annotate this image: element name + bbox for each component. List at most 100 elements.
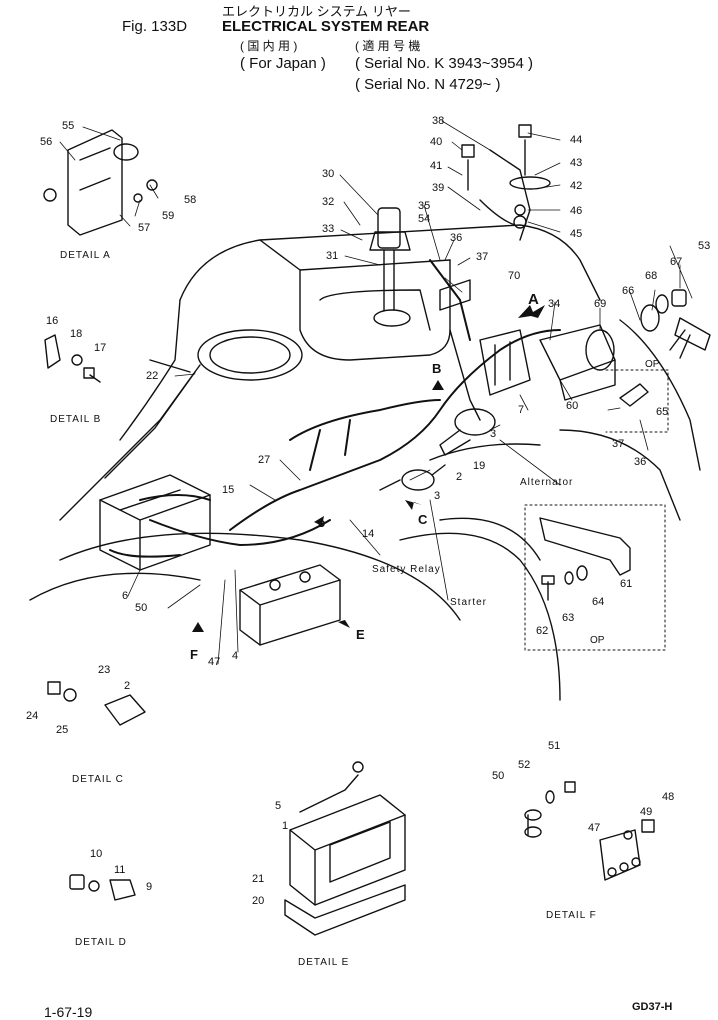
- japanese-domestic: ( 国 内 用 ): [240, 39, 298, 53]
- part-number-57: 57: [138, 222, 151, 234]
- part-number-50-alt: 50: [492, 770, 505, 782]
- part-number-46: 46: [570, 205, 583, 217]
- part-number-16: 16: [46, 315, 59, 327]
- part-number-38: 38: [432, 115, 445, 127]
- arrow-d-label: D: [318, 519, 326, 530]
- detail-e-battery: [284, 761, 406, 936]
- part-number-54: 54: [418, 213, 431, 225]
- arrow-a-label: A: [528, 291, 539, 308]
- footer-page-number: 1-67-19: [44, 1004, 93, 1020]
- part-number-18: 18: [70, 328, 83, 340]
- part-number-35: 35: [418, 200, 431, 212]
- label-safety-relay: Safety Relay: [372, 564, 441, 575]
- part-number-37-alt: 37: [612, 438, 625, 450]
- part-number-17: 17: [94, 342, 107, 354]
- part-number-61: 61: [620, 578, 633, 590]
- detail-f-drawing: [524, 781, 655, 881]
- part-number-2: 2: [456, 471, 463, 483]
- detail-a-drawing: [43, 129, 158, 236]
- part-number-70: 70: [508, 270, 521, 282]
- arrow-f-label: F: [190, 647, 198, 662]
- starter: [401, 469, 435, 491]
- wiring-harness: [109, 259, 561, 558]
- part-number-50: 50: [135, 602, 148, 614]
- part-number-62: 62: [536, 625, 549, 637]
- part-number-60: 60: [566, 400, 579, 412]
- part-number-45: 45: [570, 228, 583, 240]
- part-number-25: 25: [56, 724, 69, 736]
- label-alternator: Alternator: [520, 477, 574, 488]
- part-number-6: 6: [122, 590, 129, 602]
- part-number-10: 10: [90, 848, 103, 860]
- part-number-56: 56: [40, 136, 53, 148]
- part-number-42: 42: [570, 180, 583, 192]
- part-number-64: 64: [592, 596, 605, 608]
- part-number-65: 65: [656, 406, 669, 418]
- part-number-15: 15: [222, 484, 235, 496]
- part-number-69: 69: [594, 298, 607, 310]
- serial-number-2: ( Serial No. N 4729~ ): [355, 76, 501, 93]
- arrow-b-label: B: [432, 361, 442, 376]
- label-starter: Starter: [450, 597, 488, 608]
- part-number-44: 44: [570, 134, 583, 146]
- part-number-3: 3: [490, 428, 497, 440]
- part-number-63: 63: [562, 612, 575, 624]
- part-number-52: 52: [518, 759, 531, 771]
- detail-c-caption: DETAIL C: [72, 774, 124, 785]
- part-number-51: 51: [548, 740, 561, 752]
- part-30-cap: [377, 207, 401, 249]
- part-number-43: 43: [570, 157, 583, 169]
- label-op-1: OP: [645, 359, 660, 370]
- for-japan: ( For Japan ): [240, 55, 326, 72]
- part-number-41: 41: [430, 160, 443, 172]
- label-op-2: OP: [590, 635, 605, 646]
- part-number-31: 31: [326, 250, 339, 262]
- part-number-55: 55: [62, 120, 75, 132]
- arrow-e-label: E: [356, 627, 365, 642]
- arrow-c-icon: [405, 500, 422, 510]
- part-number-59: 59: [162, 210, 175, 222]
- part-number-47: 47: [208, 656, 221, 668]
- tractor-body: [29, 224, 701, 701]
- part-number-23: 23: [98, 664, 111, 676]
- part-number-30: 30: [322, 168, 335, 180]
- part-number-20: 20: [252, 895, 265, 907]
- part-number-7: 7: [518, 404, 525, 416]
- right-assembly: [539, 289, 711, 401]
- part-number-27: 27: [258, 454, 271, 466]
- part-number-22: 22: [146, 370, 159, 382]
- part-number-9: 9: [146, 881, 153, 893]
- part-number-58: 58: [184, 194, 197, 206]
- footer-drawing-code: GD37-H: [632, 1001, 673, 1013]
- part-number-37: 37: [476, 251, 489, 263]
- left-box: [99, 474, 211, 571]
- serial-number-1: ( Serial No. K 3943~3954 ): [355, 55, 534, 72]
- part-number-2-alt: 2: [124, 680, 131, 692]
- arrow-b-icon: [432, 380, 444, 390]
- japanese-title: エレクトリカル システム リヤー: [222, 4, 411, 19]
- detail-e-caption: DETAIL E: [298, 957, 350, 968]
- arrow-a-icon: [518, 305, 545, 318]
- part-number-4: 4: [232, 650, 239, 662]
- steering-wheel: [197, 329, 303, 381]
- page-title: ELECTRICAL SYSTEM REAR: [222, 18, 430, 35]
- part-number-53: 53: [698, 240, 711, 252]
- battery-main: [239, 564, 341, 646]
- part-number-66: 66: [622, 285, 635, 297]
- arrow-f-icon: [192, 622, 204, 632]
- part-number-24: 24: [26, 710, 39, 722]
- part-number-21: 21: [252, 873, 265, 885]
- arrow-d-icon: [314, 516, 324, 526]
- op-box: [524, 504, 666, 651]
- part-number-11: 11: [114, 864, 126, 876]
- part-number-19: 19: [473, 460, 486, 472]
- arrow-e-icon: [338, 620, 350, 628]
- part-number-33: 33: [322, 223, 335, 235]
- detail-b-caption: DETAIL B: [50, 414, 102, 425]
- part-number-1: 1: [282, 820, 289, 832]
- part-number-3-alt: 3: [434, 490, 441, 502]
- part-number-36: 36: [450, 232, 463, 244]
- japanese-serial: ( 適 用 号 機: [355, 39, 421, 53]
- part-number-14: 14: [362, 528, 375, 540]
